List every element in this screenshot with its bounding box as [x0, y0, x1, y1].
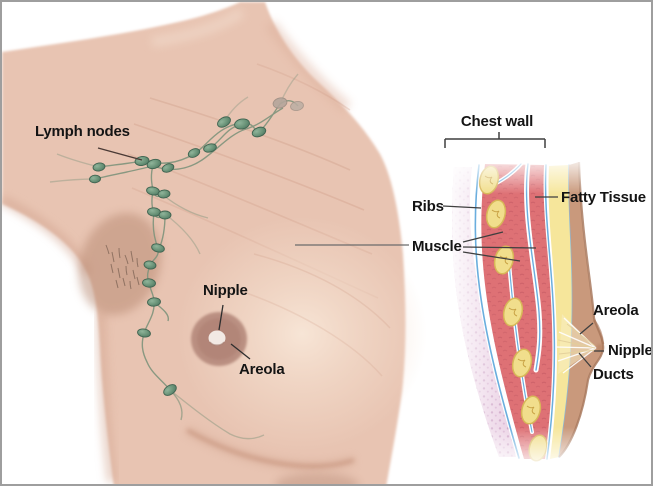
fatty-tissue-layer	[548, 165, 573, 459]
label-nipple-front: Nipple	[203, 282, 248, 299]
front-view-illustration	[2, 2, 427, 484]
label-chest-wall: Chest wall	[460, 113, 534, 130]
label-ducts: Ducts	[593, 366, 634, 383]
cross-section-illustration	[437, 152, 617, 470]
cross-section-skin	[559, 162, 604, 457]
leader-lines	[97, 132, 604, 368]
lymph-node-chain	[89, 97, 304, 396]
armpit-shading	[78, 213, 162, 315]
breast-highlight	[177, 216, 427, 452]
chest-wall-bracket	[444, 132, 546, 148]
label-areola-front: Areola	[239, 361, 285, 378]
label-lymph-nodes: Lymph nodes	[35, 123, 130, 140]
armpit-hair	[105, 244, 140, 290]
label-areola-side: Areola	[593, 302, 639, 319]
label-fatty-tissue: Fatty Tissue	[561, 189, 646, 206]
label-muscle: Muscle	[412, 238, 462, 255]
label-nipple-side: Nipple	[608, 342, 653, 359]
label-ribs: Ribs	[412, 198, 444, 215]
nipple-graphic	[208, 330, 226, 346]
